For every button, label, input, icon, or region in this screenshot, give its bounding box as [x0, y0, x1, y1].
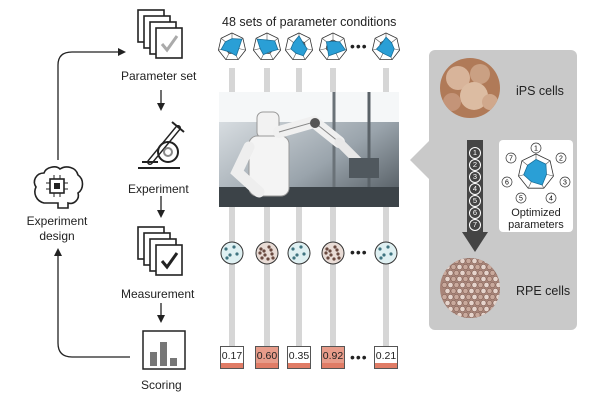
- brain-chip-icon: [30, 165, 86, 214]
- radar-number-label: 4: [549, 196, 553, 203]
- score-box: 0.35: [287, 346, 311, 369]
- petri-dish-icon: [220, 241, 244, 265]
- score-box: 0.60: [255, 346, 279, 369]
- score-bar: [375, 363, 397, 368]
- radar-number-label: 1: [534, 146, 538, 153]
- score-bar: [288, 363, 310, 368]
- score-bar: [221, 363, 243, 368]
- optimized-label: Optimized parameters: [508, 207, 564, 231]
- stacked-papers-check-icon: [136, 225, 188, 282]
- score-bar: [256, 363, 278, 368]
- score-box: 0.21: [374, 346, 398, 369]
- petri-dish-icon: [255, 241, 279, 265]
- step-number-badge: 7: [469, 219, 481, 231]
- ips-cells-image: [440, 58, 500, 118]
- column-connector: [383, 68, 389, 368]
- optimized-box: 1 2 3 4 5 6 7 Optimized parameters: [499, 140, 573, 232]
- score-value: 0.60: [256, 350, 278, 362]
- stacked-papers-check-icon: [136, 8, 188, 65]
- ellipsis: •••: [350, 38, 368, 54]
- step-number-badge: 1: [469, 147, 481, 159]
- radar-chart-icon: [217, 32, 247, 61]
- bar-chart-icon: [142, 330, 186, 375]
- robot-photo: [219, 92, 399, 207]
- column-connector: [296, 68, 302, 368]
- score-value: 0.35: [288, 350, 310, 362]
- column-connector: [330, 68, 336, 368]
- panel-pointer: [410, 140, 430, 180]
- radar-number-label: 6: [505, 180, 509, 187]
- score-box: 0.17: [220, 346, 244, 369]
- ips-cells-label: iPS cells: [516, 84, 564, 98]
- ellipsis: •••: [350, 244, 368, 260]
- radar-number-label: 7: [509, 156, 513, 163]
- score-value: 0.17: [221, 350, 243, 362]
- radar-chart-icon: [284, 32, 314, 61]
- rpe-cells-image: [440, 258, 500, 318]
- score-bar: [322, 363, 344, 368]
- step-number-badge: 6: [469, 207, 481, 219]
- column-connector: [229, 68, 235, 368]
- radar-number-label: 5: [519, 196, 523, 203]
- score-box: 0.92: [321, 346, 345, 369]
- experiment-design-label: Experiment design: [26, 214, 88, 243]
- petri-dish-icon: [287, 241, 311, 265]
- step-number-badge: 3: [469, 171, 481, 183]
- score-value: 0.21: [375, 350, 397, 362]
- radar-number-label: 3: [563, 180, 567, 187]
- step-number-badge: 4: [469, 183, 481, 195]
- ellipsis: •••: [350, 349, 368, 365]
- optimized-radar-icon: 1 2 3 4 5 6 7: [501, 142, 571, 204]
- step-scoring-label: Scoring: [141, 378, 182, 392]
- step-parameter-set-label: Parameter set: [121, 69, 197, 83]
- radar-chart-icon: [371, 32, 401, 61]
- radar-chart-icon: [252, 32, 282, 61]
- score-value: 0.92: [322, 350, 344, 362]
- step-number-badge: 5: [469, 195, 481, 207]
- step-experiment-label: Experiment: [128, 182, 189, 196]
- step-number-badge: 2: [469, 159, 481, 171]
- petri-dish-icon: [374, 241, 398, 265]
- top-caption: 48 sets of parameter conditions: [222, 15, 397, 29]
- petri-dish-icon: [321, 241, 345, 265]
- rpe-cells-label: RPE cells: [516, 284, 571, 298]
- radar-number-label: 2: [559, 156, 563, 163]
- step-measurement-label: Measurement: [121, 287, 195, 301]
- radar-chart-icon: [318, 32, 348, 61]
- column-connector: [264, 68, 270, 368]
- microscope-icon: [132, 118, 190, 179]
